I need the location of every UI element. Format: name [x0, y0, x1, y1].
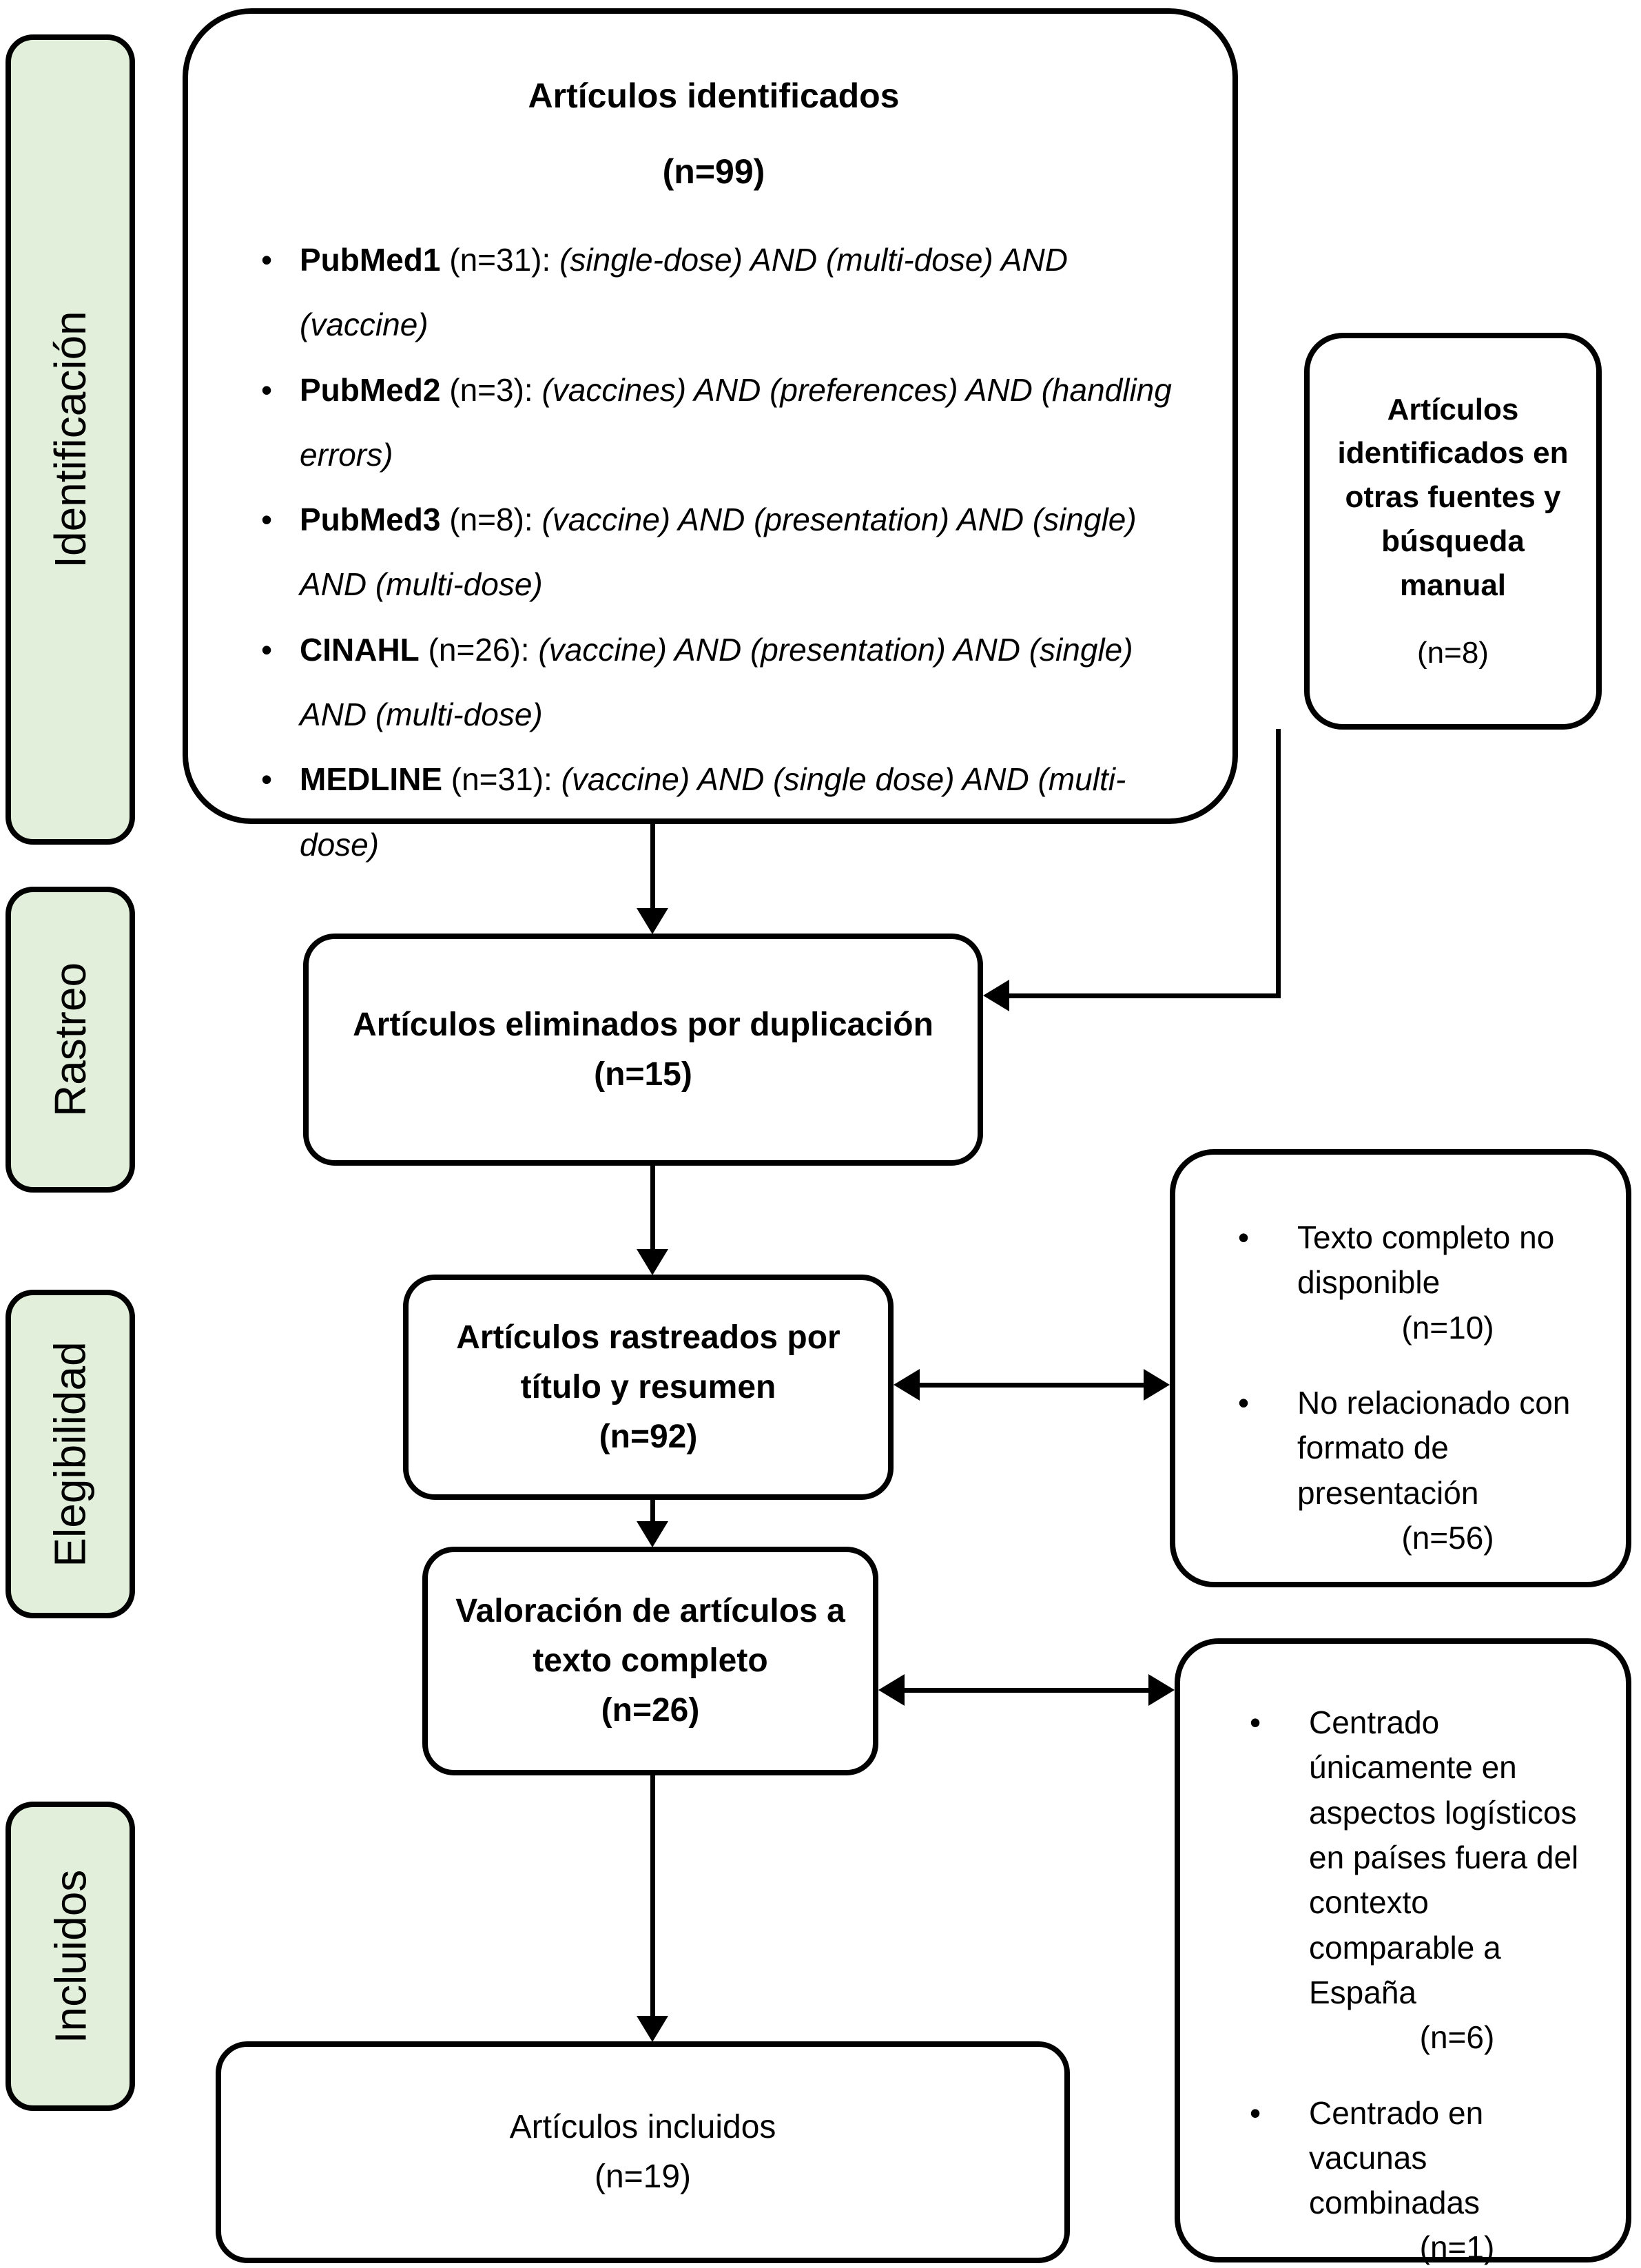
arrow-left-icon: [878, 1674, 905, 1706]
included-text: Artículos incluidos: [509, 2109, 776, 2145]
exclusion-text: Centrado en vacunas combinadas: [1309, 2094, 1484, 2221]
search-source-item: PubMed1 (n=31): (single-dose) AND (multi…: [236, 227, 1187, 358]
arrow-right-icon: [1148, 1674, 1175, 1706]
duplicates-removed-text: Artículos eliminados por duplicación: [353, 1006, 933, 1043]
arrow-fulltext-to-included-line: [650, 1775, 655, 2017]
arrow-down-icon: [637, 1249, 668, 1275]
arrow-left-icon: [983, 980, 1009, 1011]
source-name: MEDLINE: [300, 761, 442, 798]
fulltext-exclusions-list: Centrado únicamente en aspectos logístic…: [1246, 1700, 1605, 2268]
stage-identification-label: Identificación: [45, 311, 95, 568]
exclusion-item: Centrado en vacunas combinadas (n=1): [1246, 2091, 1605, 2268]
stage-screening: Rastreo: [6, 887, 135, 1193]
source-query: (vaccine) AND (single dose) AND (multi-d…: [300, 761, 1126, 863]
source-name: PubMed1: [300, 242, 441, 278]
double-arrow-fulltext-line: [905, 1688, 1148, 1693]
exclusion-text: No relacionado con formato de presentaci…: [1297, 1384, 1571, 1511]
source-query: (vaccine) AND (presentation) AND (single…: [300, 631, 1133, 733]
stage-eligibility: Elegibilidad: [6, 1290, 135, 1618]
connector-other-sources-vertical-line: [1276, 729, 1281, 998]
stage-screening-label: Rastreo: [45, 962, 95, 1117]
source-name: CINAHL: [300, 631, 420, 668]
source-count: (n=8):: [449, 502, 533, 538]
exclusion-item: Centrado únicamente en aspectos logístic…: [1246, 1700, 1605, 2061]
exclusion-item: Texto completo no disponible (n=10): [1234, 1215, 1598, 1350]
arrow-identified-to-duplicates-line: [650, 824, 655, 909]
search-source-item: PubMed3 (n=8): (vaccine) AND (presentati…: [236, 487, 1187, 617]
arrow-duplicates-to-screened-line: [650, 1165, 655, 1250]
fulltext-exclusions-box: Centrado únicamente en aspectos logístic…: [1175, 1638, 1631, 2265]
screened-count: (n=92): [599, 1418, 698, 1455]
arrow-right-icon: [1144, 1369, 1170, 1401]
connector-other-sources-horizontal-line: [1009, 993, 1281, 998]
identified-count: (n=99): [662, 152, 765, 191]
exclusion-item: No relacionado con formato de presentaci…: [1234, 1381, 1598, 1560]
fulltext-text: Valoración de artículos a texto completo: [455, 1593, 845, 1679]
source-query: (vaccines) AND (preferences) AND (handli…: [300, 371, 1172, 473]
exclusion-text: Texto completo no disponible: [1297, 1219, 1555, 1301]
stage-included-label: Incluidos: [45, 1869, 95, 2043]
arrow-down-icon: [637, 1521, 668, 1547]
source-count: (n=26):: [428, 631, 530, 668]
search-sources-list: PubMed1 (n=31): (single-dose) AND (multi…: [236, 227, 1187, 877]
stage-eligibility-label: Elegibilidad: [45, 1341, 95, 1567]
stage-identification: Identificación: [6, 34, 135, 845]
arrow-down-icon: [637, 2016, 668, 2042]
source-count: (n=31):: [449, 242, 551, 278]
exclusion-text: Centrado únicamente en aspectos logístic…: [1309, 1704, 1579, 2010]
stage-included: Incluidos: [6, 1802, 135, 2111]
screened-articles-box: Artículos rastreados por título y resume…: [403, 1275, 894, 1500]
identified-articles-box: Artículos identificados (n=99) PubMed1 (…: [183, 8, 1238, 863]
search-source-item: MEDLINE (n=31): (vaccine) AND (single do…: [236, 747, 1187, 877]
duplicates-removed-count: (n=15): [594, 1055, 692, 1093]
search-source-item: CINAHL (n=26): (vaccine) AND (presentati…: [236, 617, 1187, 748]
source-query: (single-dose) AND (multi-dose) AND (vacc…: [300, 242, 1068, 343]
included-count: (n=19): [594, 2158, 692, 2195]
fulltext-count: (n=26): [601, 1692, 700, 1729]
screening-exclusions-box: Texto completo no disponible (n=10) No r…: [1170, 1149, 1631, 1587]
screening-exclusions-list: Texto completo no disponible (n=10) No r…: [1234, 1215, 1598, 1560]
source-count: (n=31):: [451, 761, 553, 798]
search-source-item: PubMed2 (n=3): (vaccines) AND (preferenc…: [236, 358, 1187, 488]
fulltext-assessment-box: Valoración de artículos a texto completo…: [422, 1547, 878, 1775]
arrow-down-icon: [637, 908, 668, 934]
identified-title: Artículos identificados: [528, 76, 900, 115]
source-name: PubMed2: [300, 371, 441, 408]
double-arrow-screening-line: [920, 1383, 1144, 1388]
exclusion-count: (n=10): [1401, 1309, 1494, 1346]
source-name: PubMed3: [300, 502, 441, 538]
arrow-screened-to-fulltext-line: [650, 1499, 655, 1523]
exclusion-count: (n=6): [1419, 2019, 1495, 2056]
screened-text: Artículos rastreados por título y resume…: [456, 1319, 840, 1405]
exclusion-count: (n=1): [1419, 2229, 1495, 2266]
exclusion-count: (n=56): [1401, 1519, 1494, 1556]
arrow-left-icon: [894, 1369, 920, 1401]
other-sources-text: Artículos identificados en otras fuentes…: [1337, 392, 1569, 602]
other-sources-box: Artículos identificados en otras fuentes…: [1304, 333, 1602, 730]
included-articles-box: Artículos incluidos (n=19): [216, 2041, 1070, 2263]
source-query: (vaccine) AND (presentation) AND (single…: [300, 502, 1137, 603]
duplicates-removed-box: Artículos eliminados por duplicación (n=…: [303, 934, 983, 1166]
other-sources-count: (n=8): [1417, 635, 1489, 670]
source-count: (n=3):: [449, 371, 533, 408]
